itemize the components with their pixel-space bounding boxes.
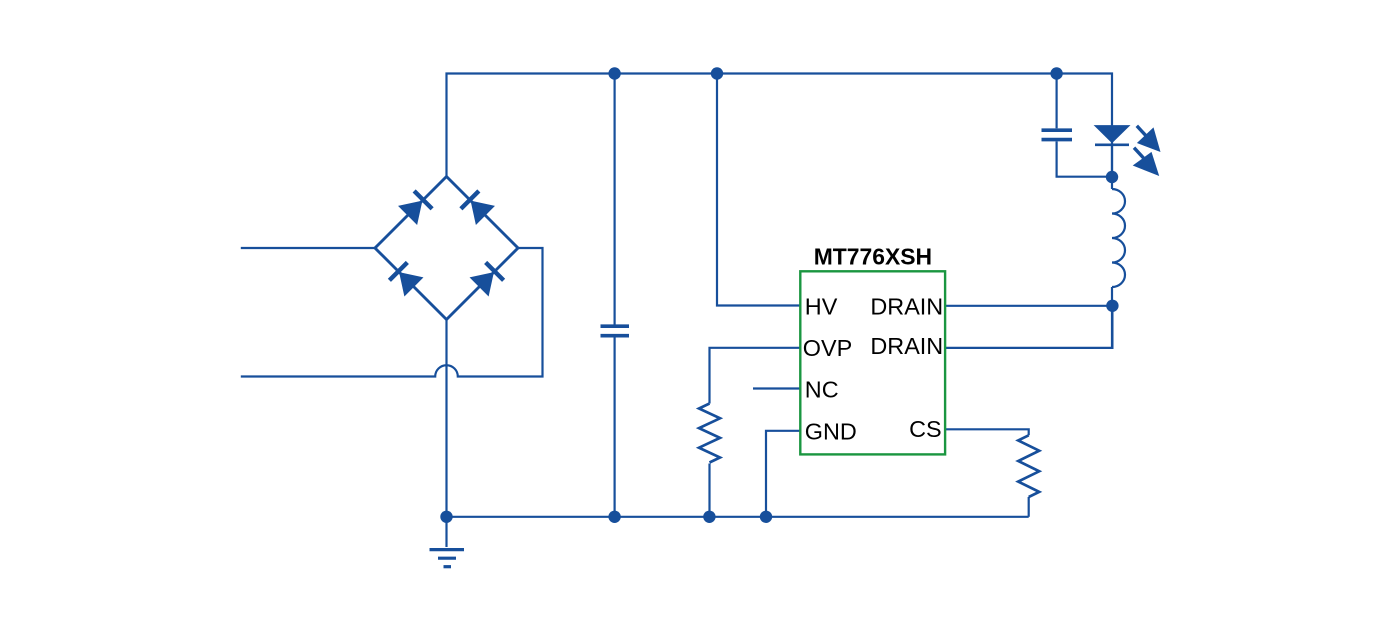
svg-text:GND: GND xyxy=(805,419,857,445)
svg-text:HV: HV xyxy=(805,294,838,320)
svg-text:MT776XSH: MT776XSH xyxy=(814,244,932,270)
svg-text:NC: NC xyxy=(805,377,839,403)
svg-text:OVP: OVP xyxy=(803,335,852,361)
svg-text:DRAIN: DRAIN xyxy=(870,294,943,320)
svg-text:DRAIN: DRAIN xyxy=(870,333,943,359)
svg-text:CS: CS xyxy=(909,416,942,442)
